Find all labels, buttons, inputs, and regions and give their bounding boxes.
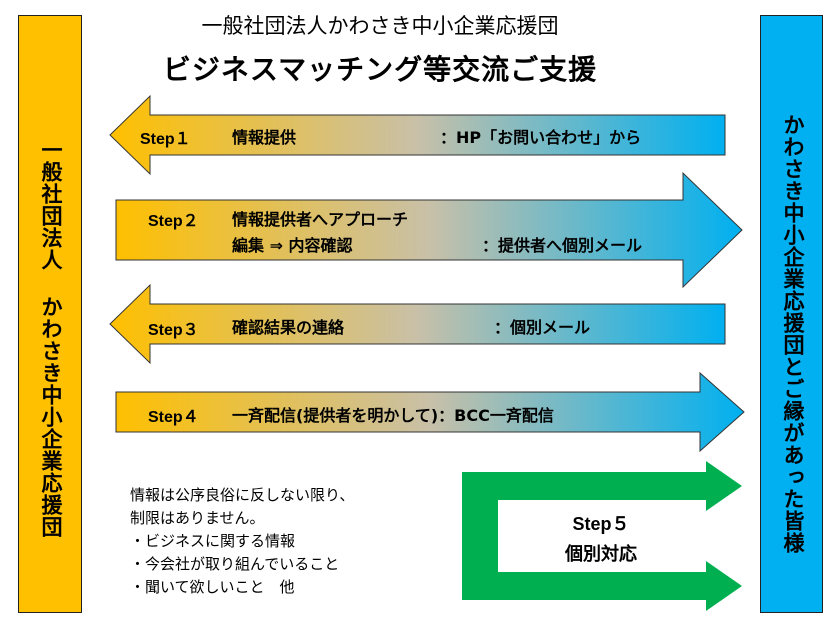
note-line: 情報は公序良俗に反しない限り、 [130, 486, 355, 504]
header-title: ビジネスマッチング等交流ご支援 [162, 53, 598, 86]
right-box: かわさき中小企業応援団とご縁があった皆様 [760, 15, 823, 613]
step5-box: Step５ 個別対応 [498, 500, 704, 572]
header-subtitle: 一般社団法人かわさき中小企業応援団 [201, 14, 559, 38]
step1-step: Step１ [140, 131, 191, 148]
right-box-label: かわさき中小企業応援団とご縁があった皆様 [781, 114, 805, 554]
note-line: 制限はありません。 [130, 509, 265, 527]
step4-arrow [115, 371, 745, 453]
step1-label: 情報提供 [232, 128, 297, 147]
note-text: 情報は公序良俗に反しない限り、 制限はありません。 ・ビジネスに関する情報 ・今… [130, 484, 354, 599]
step5-label: 個別対応 [565, 544, 637, 565]
step5-arrow [462, 461, 742, 611]
step3-method: ：個別メール [494, 318, 591, 337]
step4-label: 一斉配信(提供者を明かして)：BCC一斉配信 [232, 406, 554, 425]
note-line: ・今会社が取り組んでいること [130, 555, 340, 573]
left-box: 一般社団法人 かわさき中小企業応援団 [18, 15, 82, 613]
step1-arrow [109, 94, 726, 176]
step2-label2: 編集 ⇒ 内容確認 [232, 236, 353, 255]
left-box-label: 一般社団法人 かわさき中小企業応援団 [39, 138, 63, 538]
step2-label: 情報提供者へアプローチ [232, 210, 409, 229]
step1-method: ：HP「お問い合わせ」から [440, 128, 642, 147]
step5-step: Step５ [572, 514, 630, 534]
step2-step: Step２ [148, 213, 199, 230]
step2-method: ：提供者へ個別メール [482, 236, 643, 255]
step3-step: Step３ [148, 322, 199, 339]
step3-arrow [109, 283, 726, 365]
note-line: ・聞いて欲しいこと 他 [130, 578, 295, 596]
note-line: ・ビジネスに関する情報 [130, 532, 296, 550]
step3-label: 確認結果の連絡 [232, 318, 345, 337]
step4-step: Step４ [148, 409, 199, 426]
step2-arrow [115, 171, 743, 289]
